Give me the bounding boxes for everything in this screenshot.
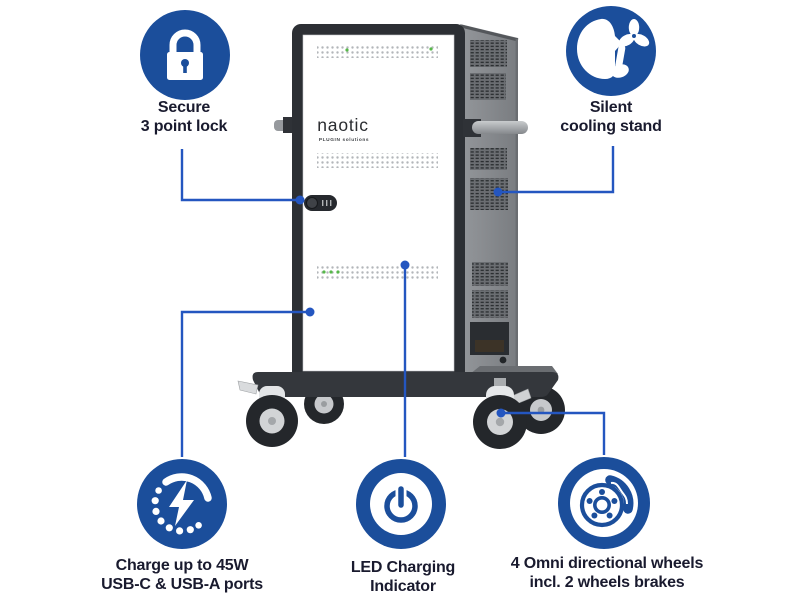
padlock-icon — [140, 10, 230, 100]
brake-disc-wheel-icon — [558, 457, 650, 549]
side-vent — [470, 73, 506, 100]
callout-dot-silent — [493, 187, 503, 197]
front-left-caster — [237, 380, 298, 447]
label-line: 4 Omni directional wheels — [510, 555, 704, 572]
side-vent — [472, 290, 508, 318]
callout-line-wheels — [503, 411, 606, 455]
callout-dot-led — [400, 260, 410, 270]
lightning-bolt-icon — [169, 480, 194, 526]
fast-charge-icon — [137, 459, 227, 549]
label-line: Indicator — [370, 578, 436, 595]
callout-label-lock: Secure 3 point lock — [94, 98, 274, 136]
door-vent-strip — [317, 44, 438, 58]
callout-dot-wheels — [496, 408, 506, 418]
power-led-icon — [356, 459, 446, 549]
callout-label-charge: Charge up to 45W USB-C & USB-A ports — [72, 556, 292, 594]
label-line: Secure — [157, 99, 211, 116]
label-line: incl. 2 wheels brakes — [529, 574, 685, 591]
callout-dot-lock — [295, 195, 305, 205]
side-vent — [470, 40, 507, 67]
led-dot — [329, 270, 333, 274]
callout-dot-charge — [305, 307, 315, 317]
label-line: 3 point lock — [140, 118, 228, 135]
fan-icon — [618, 19, 650, 47]
led-dot — [322, 270, 326, 274]
side-vent — [472, 262, 508, 286]
label-line: Charge up to 45W — [115, 557, 249, 574]
power-port — [499, 356, 507, 364]
door-lock-handle — [304, 195, 337, 211]
label-line: Silent — [589, 99, 633, 116]
cart-front-door: naotic PLUGIN solutions — [292, 24, 465, 381]
led-dot — [345, 48, 349, 52]
logo-text: naotic — [317, 115, 369, 135]
cart-side-panel — [460, 24, 519, 380]
callout-label-led: LED Charging Indicator — [313, 558, 493, 596]
silent-cooling-icon — [566, 6, 656, 96]
side-vent — [470, 178, 508, 210]
callout-label-silent: Silent cooling stand — [521, 98, 701, 136]
label-line: USB-C & USB-A ports — [101, 576, 263, 593]
callout-line-silent — [501, 146, 615, 194]
led-dot — [429, 47, 433, 51]
label-line: cooling stand — [560, 118, 662, 135]
callout-line-charge — [180, 310, 307, 457]
led-vent-strip — [317, 265, 438, 280]
door-vent-strip — [317, 153, 438, 168]
logo-tagline: PLUGIN solutions — [319, 137, 369, 143]
callout-label-wheels: 4 Omni directional wheels incl. 2 wheels… — [492, 554, 722, 592]
front-right-caster — [473, 378, 532, 449]
callout-line-lock — [180, 149, 298, 202]
right-handle — [463, 119, 528, 137]
label-line: LED Charging — [350, 559, 456, 576]
side-vent — [470, 148, 507, 170]
led-dot — [336, 270, 340, 274]
